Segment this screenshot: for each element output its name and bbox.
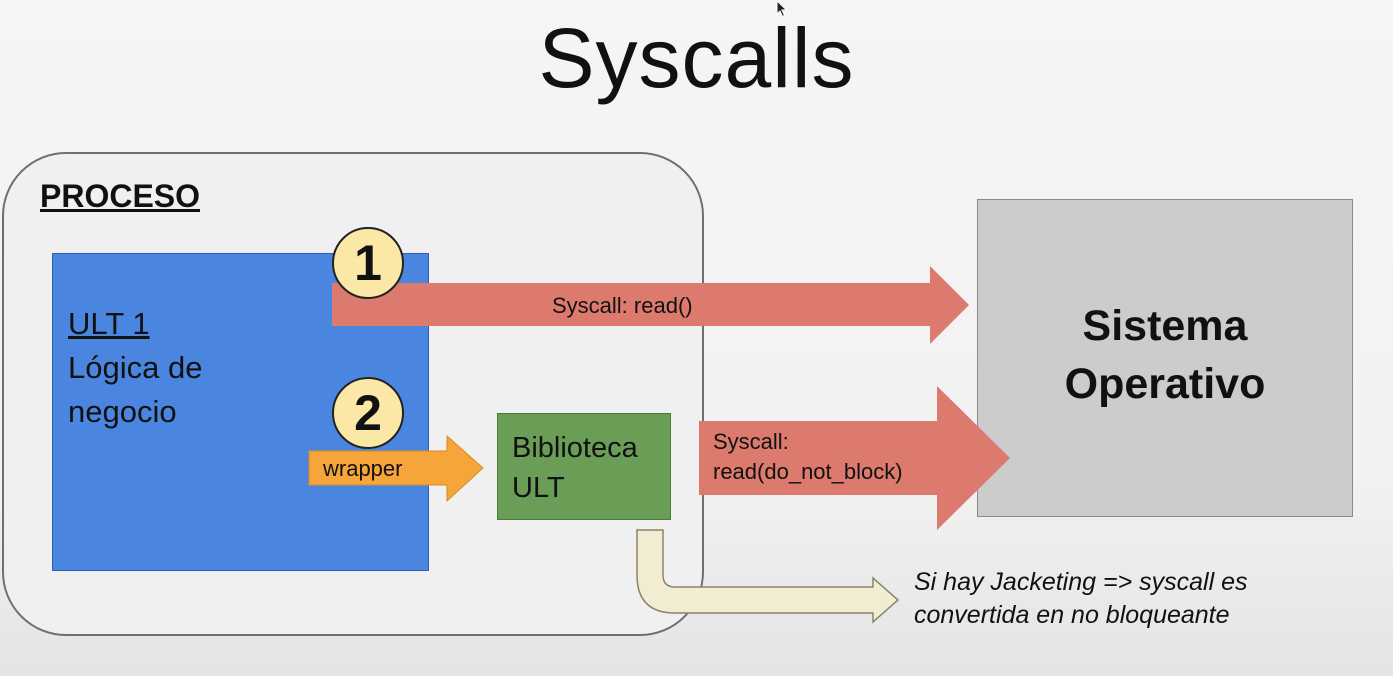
ult-1-title: ULT 1 bbox=[68, 306, 150, 341]
mouse-pointer-icon bbox=[776, 0, 788, 23]
jacketing-bent-arrow bbox=[636, 529, 900, 624]
syscall-nonblocking-line2: read(do_not_block) bbox=[713, 459, 903, 484]
ult-1-text: ULT 1 Lógica de negocio bbox=[68, 302, 202, 434]
operating-system-text: Sistema Operativo bbox=[977, 297, 1353, 413]
ult-1-line1: Lógica de bbox=[68, 350, 203, 385]
syscall-read-arrow bbox=[332, 266, 969, 344]
process-label: PROCESO bbox=[40, 178, 201, 214]
note-line1: Si hay Jacketing => syscall es bbox=[914, 568, 1248, 596]
step-1-badge: 1 bbox=[332, 227, 404, 299]
wrapper-arrow bbox=[308, 434, 484, 503]
syscall-nonblocking-arrow bbox=[699, 386, 1010, 530]
os-line1: Sistema bbox=[1082, 302, 1248, 350]
syscall-read-label: Syscall: read() bbox=[552, 293, 693, 318]
wrapper-label: wrapper bbox=[323, 456, 403, 481]
ult-1-line2: negocio bbox=[68, 394, 177, 429]
jacketing-note: Si hay Jacketing => syscall es convertid… bbox=[914, 566, 1248, 632]
library-line2: ULT bbox=[512, 472, 565, 504]
slide-title: Syscalls bbox=[538, 11, 855, 105]
syscall-nonblocking-label: Syscall: read(do_not_block) bbox=[713, 427, 903, 487]
library-line1: Biblioteca bbox=[512, 432, 638, 464]
step-2-badge: 2 bbox=[332, 377, 404, 449]
library-ult-text: Biblioteca ULT bbox=[512, 428, 638, 508]
os-line2: Operativo bbox=[1064, 360, 1266, 408]
operating-system-box bbox=[977, 199, 1353, 517]
library-ult-box bbox=[497, 413, 671, 520]
note-line2: convertida en no bloqueante bbox=[914, 601, 1230, 629]
syscall-nonblocking-line1: Syscall: bbox=[713, 429, 789, 454]
